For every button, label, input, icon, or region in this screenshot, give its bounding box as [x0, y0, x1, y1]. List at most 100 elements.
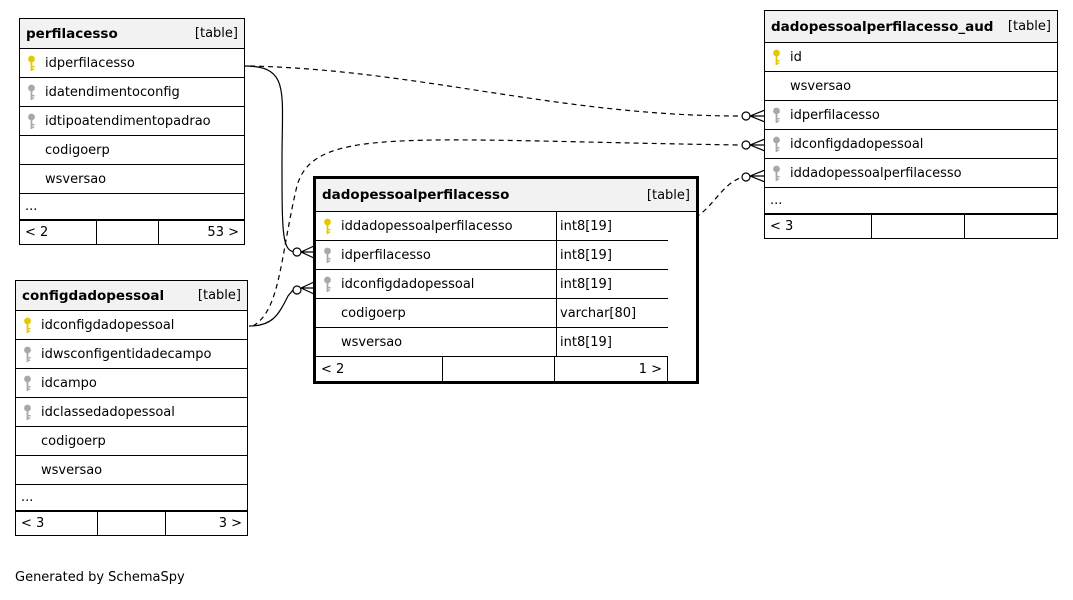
column-name: codigoerp — [45, 142, 110, 158]
fk-optional-circle — [292, 285, 302, 295]
column-name: idcampo — [41, 375, 97, 391]
table-type: [table] — [194, 26, 238, 41]
table-name[interactable]: perfilacesso — [26, 25, 118, 42]
column-row[interactable]: id — [765, 43, 1057, 72]
column-name: id — [790, 49, 802, 65]
column-row[interactable]: idconfigdadopessoal — [765, 130, 1057, 159]
table-footer: < 3 — [765, 214, 1057, 238]
column-row[interactable]: idperfilacesso — [765, 101, 1057, 130]
table-footer: < 2 53 > — [20, 220, 244, 244]
table-perfilacesso[interactable]: perfilacesso [table] idperfilacesso idate… — [19, 18, 245, 245]
fk-line-perfilacesso-to-aud — [249, 65, 741, 117]
column-row[interactable]: idclassedadopessoal — [16, 398, 247, 427]
column-name: idperfilacesso — [790, 107, 880, 123]
column-icon-spacer — [16, 427, 38, 455]
table-name[interactable]: dadopessoalperfilacesso_aud — [771, 18, 994, 35]
column-name: wsversao — [41, 462, 103, 478]
fk-line-configdadopessoal-to-dadopessoalperfilacesso — [248, 289, 294, 327]
column-row[interactable]: wsversao — [20, 165, 244, 194]
table-name[interactable]: dadopessoalperfilacesso — [322, 187, 510, 203]
foreign-key-icon — [16, 369, 38, 397]
fk-optional-circle — [741, 111, 751, 121]
primary-key-icon — [20, 49, 42, 77]
parents-count[interactable]: < 2 — [316, 357, 443, 381]
foreign-key-icon — [765, 130, 787, 158]
table-header: perfilacesso [table] — [20, 19, 244, 49]
column-type: int8[19] — [556, 328, 668, 356]
parents-count[interactable]: < 3 — [16, 512, 98, 535]
table-type: [table] — [646, 187, 690, 203]
table-footer: < 3 3 > — [16, 511, 247, 535]
more-columns-ellipsis: ... — [765, 188, 1057, 214]
footer-middle — [98, 512, 166, 535]
column-name: idperfilacesso — [45, 55, 135, 71]
primary-key-icon — [765, 43, 787, 71]
children-count[interactable]: 3 > — [218, 516, 242, 531]
column-icon-spacer — [316, 328, 338, 356]
footer-middle — [97, 221, 159, 244]
more-columns-ellipsis: ... — [20, 194, 244, 220]
table-dadopessoalperfilacesso-aud[interactable]: dadopessoalperfilacesso_aud [table] id ws… — [764, 10, 1058, 239]
primary-key-icon — [16, 311, 38, 339]
fk-optional-circle — [292, 247, 302, 257]
table-footer: < 2 1 > — [316, 357, 668, 381]
parents-count[interactable]: < 2 — [20, 221, 97, 244]
table-type: [table] — [1007, 19, 1051, 34]
column-name: idperfilacesso — [341, 247, 431, 263]
table-dadopessoalperfilacesso[interactable]: dadopessoalperfilacesso [table] iddadope… — [313, 176, 699, 384]
column-name: idatendimentoconfig — [45, 84, 180, 100]
column-name: iddadopessoalperfilacesso — [341, 218, 513, 234]
foreign-key-icon — [20, 78, 42, 106]
fk-line-perfilacesso-to-dadopessoalperfilacesso — [243, 65, 297, 253]
column-row[interactable]: wsversao — [765, 72, 1057, 101]
column-name: wsversao — [45, 171, 107, 187]
column-name: codigoerp — [41, 433, 106, 449]
column-name: codigoerp — [341, 305, 406, 321]
foreign-key-icon — [316, 241, 338, 269]
children-count[interactable]: 53 > — [207, 225, 239, 240]
foreign-key-icon — [765, 159, 787, 187]
fk-crowfoot — [749, 138, 766, 152]
table-type: [table] — [197, 288, 241, 303]
column-type: int8[19] — [556, 212, 668, 240]
column-row[interactable]: iddadopessoalperfilacesso int8[19] — [316, 212, 668, 241]
column-row[interactable]: idwsconfigentidadecampo — [16, 340, 247, 369]
column-name: wsversao — [790, 78, 852, 94]
table-header: dadopessoalperfilacesso_aud [table] — [765, 11, 1057, 43]
parents-count[interactable]: < 3 — [765, 215, 872, 238]
foreign-key-icon — [765, 101, 787, 129]
column-name: idclassedadopessoal — [41, 404, 175, 420]
column-row[interactable]: idatendimentoconfig — [20, 78, 244, 107]
fk-optional-circle — [741, 172, 751, 182]
column-row[interactable]: codigoerp — [16, 427, 247, 456]
children-count[interactable]: 1 > — [638, 361, 662, 377]
table-name[interactable]: configdadopessoal — [22, 287, 165, 304]
column-icon-spacer — [16, 456, 38, 484]
column-name: idconfigdadopessoal — [790, 136, 924, 152]
column-row[interactable]: idperfilacesso — [20, 49, 244, 78]
column-row[interactable]: idconfigdadopessoal — [16, 311, 247, 340]
fk-crowfoot — [749, 169, 766, 183]
column-icon-spacer — [20, 136, 42, 164]
foreign-key-icon — [316, 270, 338, 298]
column-row[interactable]: wsversao — [16, 456, 247, 485]
more-columns-ellipsis: ... — [16, 485, 247, 511]
column-row[interactable]: codigoerp — [20, 136, 244, 165]
column-row[interactable]: idtipoatendimentopadrao — [20, 107, 244, 136]
column-name: idconfigdadopessoal — [341, 276, 475, 292]
column-row[interactable]: iddadopessoalperfilacesso — [765, 159, 1057, 188]
column-name: idwsconfigentidadecampo — [41, 346, 212, 362]
generated-by-label: Generated by SchemaSpy — [15, 570, 185, 585]
column-name: idconfigdadopessoal — [41, 317, 175, 333]
table-configdadopessoal[interactable]: configdadopessoal [table] idconfigdadope… — [15, 280, 248, 536]
column-row[interactable]: idcampo — [16, 369, 247, 398]
children-count[interactable] — [965, 215, 1057, 238]
column-name: idtipoatendimentopadrao — [45, 113, 211, 129]
table-header: configdadopessoal [table] — [16, 281, 247, 311]
foreign-key-icon — [16, 340, 38, 368]
fk-crowfoot — [749, 109, 766, 123]
